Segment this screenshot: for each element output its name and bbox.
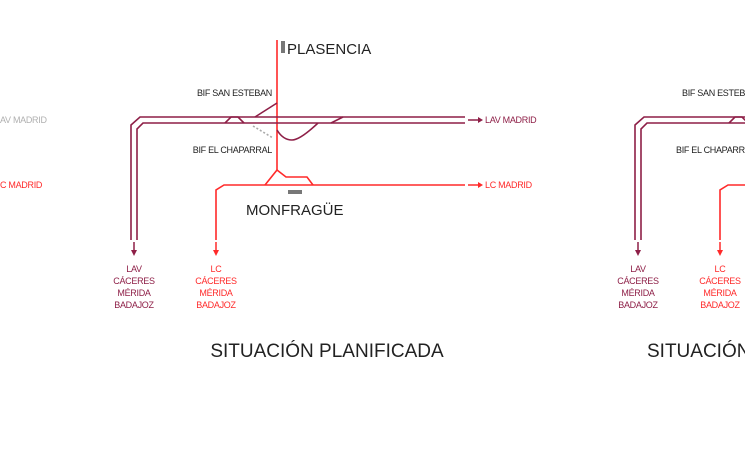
panel-title: SITUACIÓN bbox=[647, 340, 745, 362]
dest-line: LC bbox=[715, 264, 727, 274]
dest-line: LC bbox=[211, 264, 223, 274]
dest-line: MÉRIDA bbox=[117, 288, 150, 298]
main-panel: PLASENCIA BIF SAN ESTEBAN BIF EL CHAPARR… bbox=[113, 40, 537, 362]
crossover-west bbox=[224, 116, 245, 124]
lc-track bbox=[215, 184, 465, 240]
lav-track-inner bbox=[136, 122, 465, 240]
lav-madrid-label: LAV MADRID bbox=[485, 115, 537, 125]
dest-line: CÁCERES bbox=[699, 276, 741, 286]
arrow-down-icon bbox=[717, 242, 723, 256]
dest-line: LAV bbox=[126, 264, 142, 274]
panel-title: SITUACIÓN PLANIFICADA bbox=[210, 340, 444, 362]
lav-madrid-label: AV MADRID bbox=[0, 115, 47, 125]
chaparral-dotted bbox=[252, 125, 274, 139]
lav-destinations: LAV CÁCERES MÉRIDA BADAJOZ bbox=[617, 264, 659, 310]
crossover-east bbox=[330, 116, 344, 124]
bif-san-esteban-label: BIF SAN ESTEBAN bbox=[682, 88, 745, 98]
lav-destinations: LAV CÁCERES MÉRIDA BADAJOZ bbox=[113, 264, 155, 310]
lc-destinations: LC CÁCERES MÉRIDA BADAJOZ bbox=[699, 264, 741, 310]
bif-san-esteban-label: BIF SAN ESTEBAN bbox=[197, 88, 272, 98]
arrow-down-icon bbox=[635, 242, 641, 256]
dest-line: BADAJOZ bbox=[196, 300, 236, 310]
dest-line: BADAJOZ bbox=[618, 300, 658, 310]
dest-line: BADAJOZ bbox=[700, 300, 740, 310]
monfrague-junction bbox=[264, 168, 314, 186]
bif-el-chaparral-label: BIF EL CHAPARRAL bbox=[676, 145, 745, 155]
san-esteban-link bbox=[254, 102, 278, 118]
dest-line: CÁCERES bbox=[617, 276, 659, 286]
left-panel: AV MADRID C MADRID bbox=[0, 115, 48, 190]
lc-destinations: LC CÁCERES MÉRIDA BADAJOZ bbox=[195, 264, 237, 310]
arrow-down-icon bbox=[131, 242, 137, 256]
bif-el-chaparral-label: BIF EL CHAPARRAL bbox=[193, 145, 273, 155]
chaparral-curve bbox=[276, 122, 319, 141]
lc-madrid-label: LC MADRID bbox=[485, 180, 533, 190]
plasencia-station-icon bbox=[281, 41, 285, 53]
arrow-down-icon bbox=[213, 242, 219, 256]
dest-line: LAV bbox=[630, 264, 646, 274]
monfrague-label: MONFRAGÜE bbox=[246, 201, 344, 219]
dest-line: CÁCERES bbox=[195, 276, 237, 286]
right-panel: BIF SAN ESTEBAN BIF EL CHAPARRAL LAV CÁC… bbox=[617, 88, 745, 362]
arrow-right-icon bbox=[468, 117, 483, 123]
lav-track-outer bbox=[130, 116, 465, 240]
dest-line: MÉRIDA bbox=[621, 288, 654, 298]
dest-line: MÉRIDA bbox=[199, 288, 232, 298]
lc-madrid-label: C MADRID bbox=[0, 180, 43, 190]
arrow-right-icon bbox=[468, 182, 483, 188]
monfrague-station-icon bbox=[288, 190, 302, 194]
plasencia-label: PLASENCIA bbox=[287, 41, 371, 58]
dest-line: MÉRIDA bbox=[703, 288, 736, 298]
dest-line: CÁCERES bbox=[113, 276, 155, 286]
dest-line: BADAJOZ bbox=[114, 300, 154, 310]
